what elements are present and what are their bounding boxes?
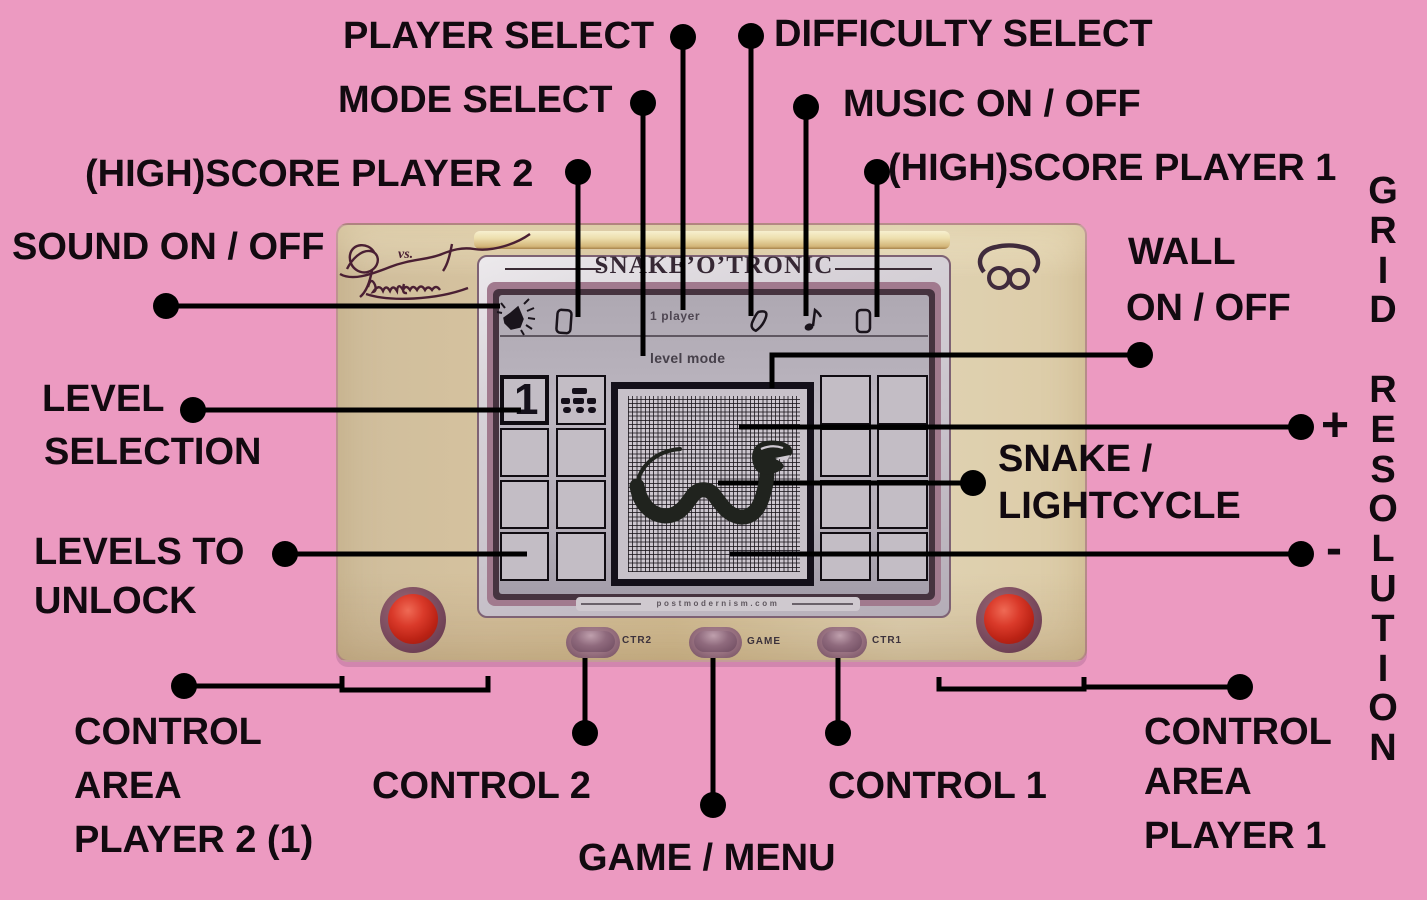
svg-text:vs.: vs. [398, 247, 413, 262]
